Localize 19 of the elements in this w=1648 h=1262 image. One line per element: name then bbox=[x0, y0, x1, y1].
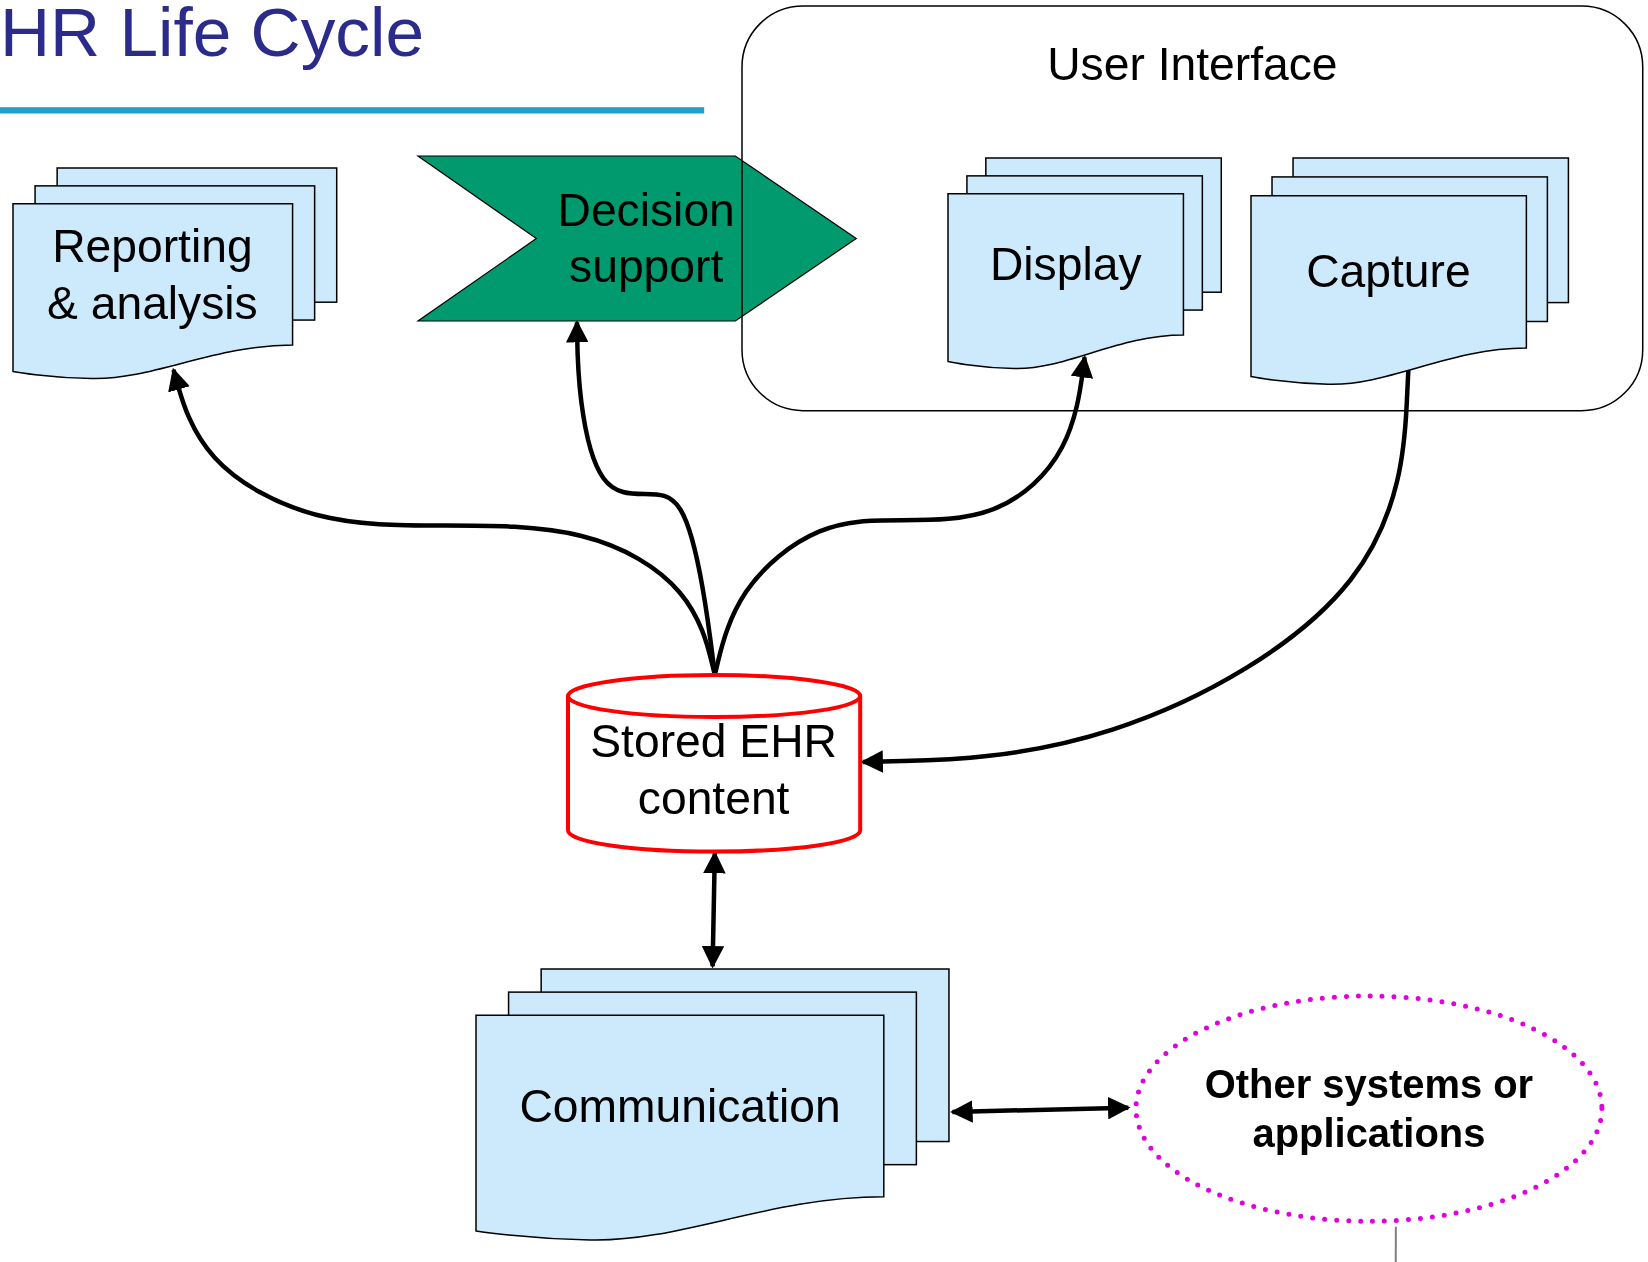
node-label: Other systems or applications bbox=[1203, 1061, 1535, 1157]
connector-line bbox=[1394, 1225, 1397, 1262]
node-label: Communication bbox=[519, 1078, 841, 1134]
node-label: User Interface bbox=[1047, 36, 1338, 92]
node-label: Stored EHR content bbox=[589, 714, 838, 826]
title: HR Life Cycle bbox=[0, 0, 424, 72]
document-stack bbox=[12, 168, 337, 381]
database-cylinder bbox=[567, 674, 860, 852]
node-label: Capture bbox=[1306, 244, 1471, 300]
group-container bbox=[742, 6, 1643, 411]
arrow bbox=[950, 1096, 1131, 1123]
node-label: Reporting & analysis bbox=[46, 219, 259, 331]
chevron-shape bbox=[418, 155, 857, 321]
document-stack bbox=[476, 969, 950, 1243]
dotted-ellipse bbox=[1133, 993, 1605, 1225]
document-stack bbox=[1250, 157, 1569, 386]
node-label: Display bbox=[989, 236, 1142, 292]
document-stack bbox=[948, 157, 1222, 370]
node-label: Decision support bbox=[556, 182, 736, 295]
